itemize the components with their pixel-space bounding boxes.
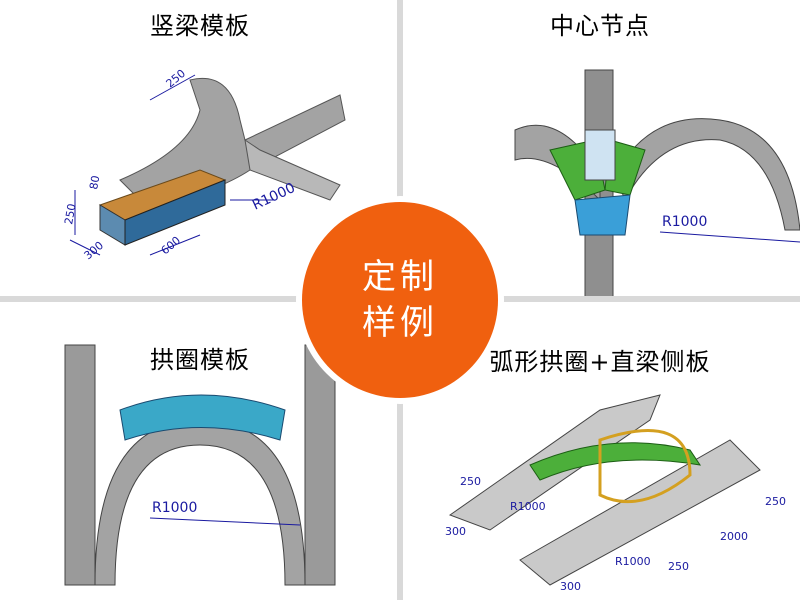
dim-label: 2000 xyxy=(720,530,748,543)
dim-label: 300 xyxy=(82,239,106,262)
dim-label: R1000 xyxy=(152,500,197,516)
center-node-drawing: R1000 xyxy=(514,69,800,300)
custom-sample-badge: 定制 样例 xyxy=(302,202,498,398)
dim-label: 80 xyxy=(87,174,102,190)
dim-label: 250 xyxy=(765,495,786,508)
dim-label: 250 xyxy=(164,67,188,90)
badge-line-2: 样例 xyxy=(362,303,438,343)
vertical-beam-drawing: 250 250 80 300 600 R1000 xyxy=(62,67,346,262)
dim-label: R1000 xyxy=(510,500,546,513)
dim-label: 250 xyxy=(460,475,481,488)
panel-arc-arch-straight-beam: 250 R1000 300 R1000 300 250 2000 250 弧形拱… xyxy=(400,300,800,600)
dim-label: R1000 xyxy=(615,555,651,568)
badge-line-1: 定制 xyxy=(362,257,438,297)
panel-title: 中心节点 xyxy=(550,12,650,40)
dim-label: 250 xyxy=(62,203,78,226)
dim-label: R1000 xyxy=(250,180,298,214)
dim-label: 600 xyxy=(159,234,183,257)
panel-title: 弧形拱圈+直梁侧板 xyxy=(489,348,711,376)
panel-title: 竖梁模板 xyxy=(150,12,250,40)
panel-title: 拱圈模板 xyxy=(150,346,250,374)
dim-label: 250 xyxy=(668,560,689,573)
arc-arch-drawing: 250 R1000 300 R1000 300 250 2000 250 xyxy=(445,394,786,593)
dim-label: R1000 xyxy=(662,214,707,230)
panel-vertical-beam-formwork: 250 250 80 300 600 R1000 竖梁模板 xyxy=(0,0,400,300)
dim-label: 300 xyxy=(445,525,466,538)
dim-label: 300 xyxy=(560,580,581,593)
arch-formwork-drawing: R1000 xyxy=(64,344,336,586)
